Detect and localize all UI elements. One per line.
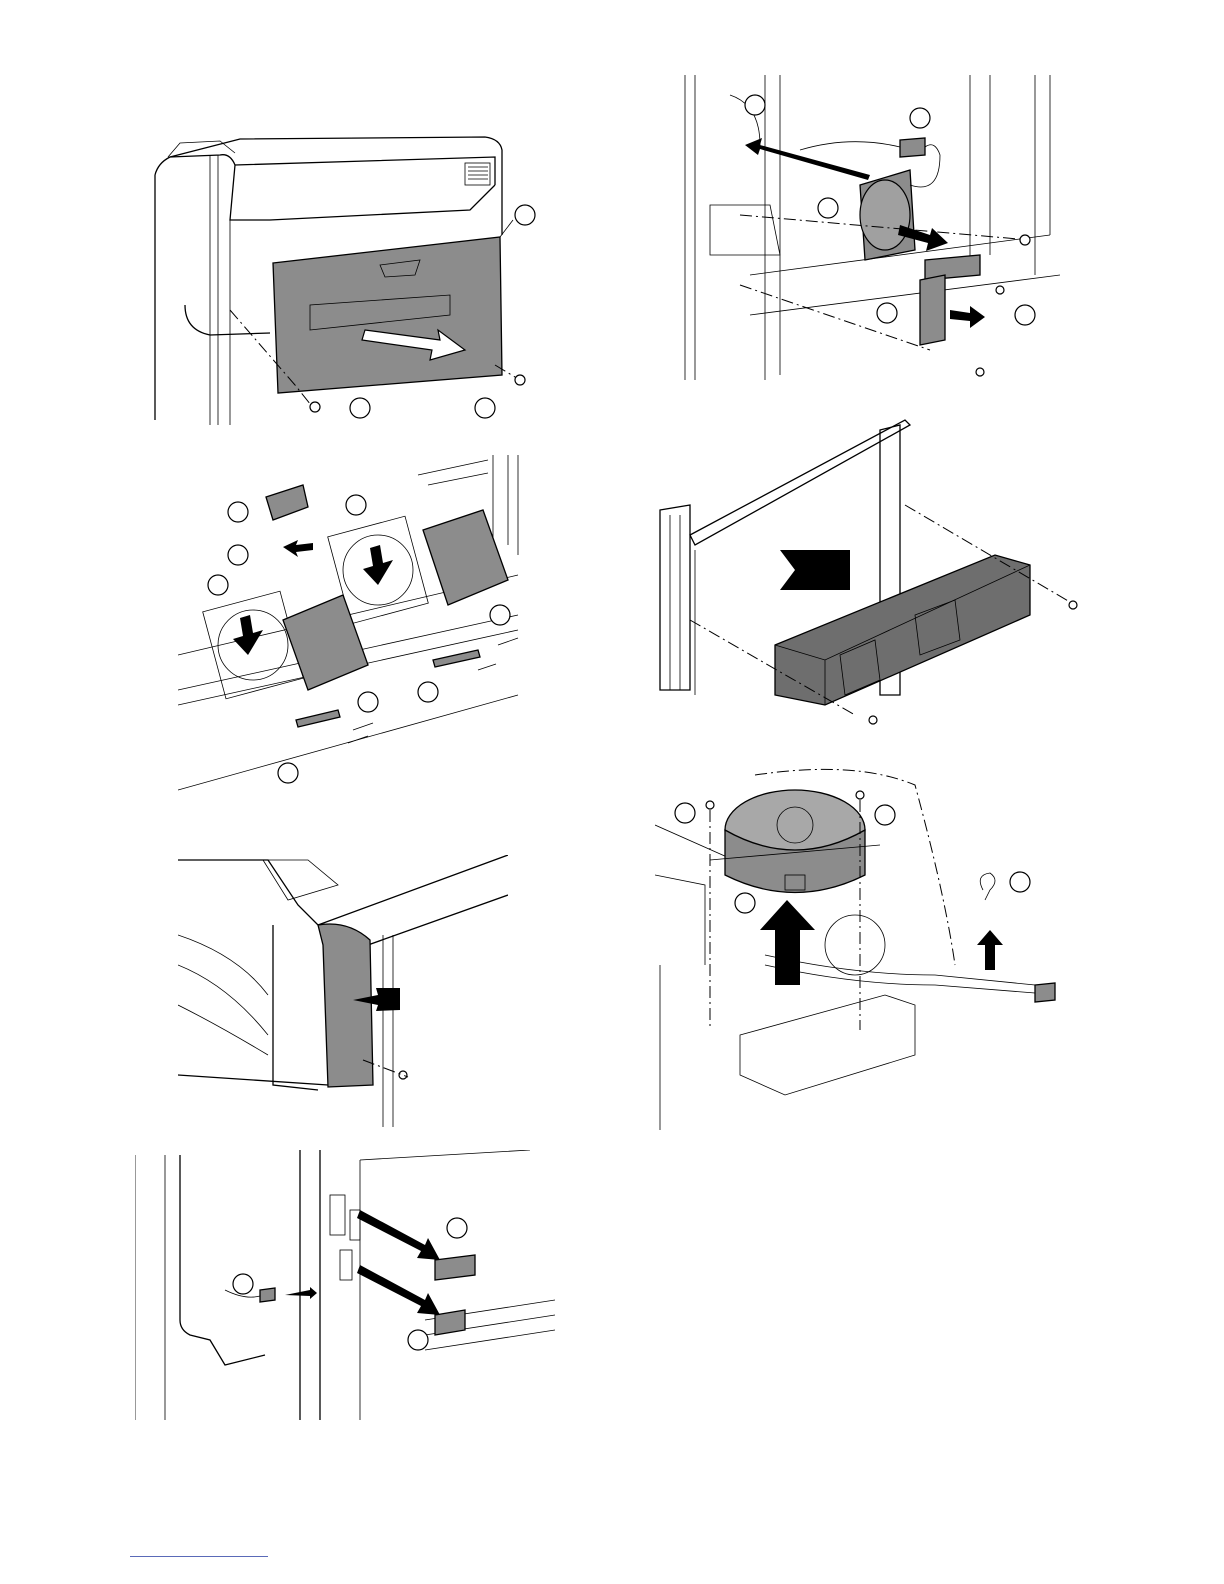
figure-rear-cover-removal — [150, 125, 540, 425]
figure-connectors-disconnect — [135, 1150, 555, 1420]
footer-rule — [130, 1556, 268, 1557]
figure-fan-units-removal — [178, 455, 523, 795]
figure-side-cover-removal — [178, 855, 508, 1127]
figure-frame-unit-removal — [655, 415, 1085, 745]
figure-drive-motor-removal — [655, 765, 1065, 1130]
figure-motor-bracket-removal — [680, 75, 1060, 380]
